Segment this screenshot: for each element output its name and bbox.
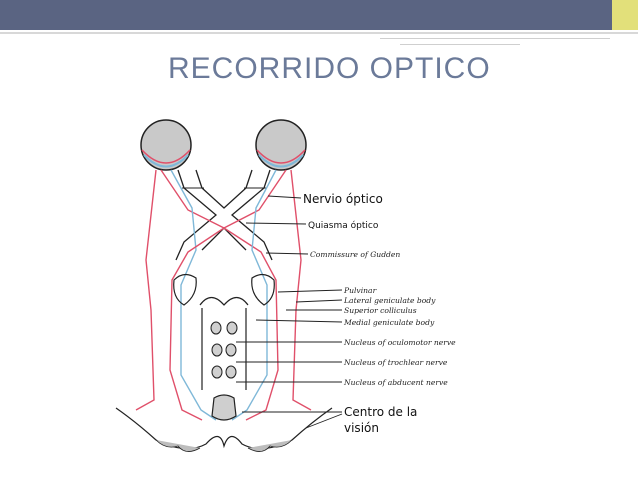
- label-quiasma-optico: Quiasma óptico: [308, 220, 379, 231]
- decorative-line-1: [380, 38, 610, 39]
- header-accent: [612, 0, 638, 30]
- header-band: [0, 0, 638, 30]
- label-medial-geniculate: Medial geniculate body: [343, 318, 435, 327]
- leader-lines: [236, 195, 343, 429]
- label-nucleus-abducent: Nucleus of abducent nerve: [343, 378, 448, 387]
- label-nucleus-trochlear: Nucleus of trochlear nerve: [343, 358, 448, 367]
- lateral-geniculate-bodies: [173, 273, 275, 390]
- optic-pathway-diagram: Nervio óptico Quiasma óptico Commissure …: [96, 110, 536, 470]
- label-nucleus-oculomotor: Nucleus of oculomotor nerve: [343, 338, 456, 347]
- header-divider: [0, 32, 638, 34]
- slide-title: RECORRIDO OPTICO: [168, 52, 491, 85]
- optic-nerve-chiasm: [175, 169, 273, 261]
- label-pulvinar: Pulvinar: [343, 286, 377, 295]
- decorative-line-2: [400, 44, 520, 45]
- label-nervio-optico: Nervio óptico: [303, 192, 383, 206]
- label-commissure-gudden: Commissure of Gudden: [310, 250, 400, 259]
- label-superior-colliculus: Superior colliculus: [344, 306, 417, 315]
- right-eye: [255, 119, 307, 171]
- optic-pathway-svg: Nervio óptico Quiasma óptico Commissure …: [115, 119, 456, 452]
- brainstem-nuclei: [210, 321, 238, 379]
- label-lateral-geniculate: Lateral geniculate body: [343, 296, 436, 305]
- occipital-cortex: [115, 394, 333, 452]
- left-eye: [140, 119, 192, 171]
- label-centro-vision-line1: Centro de la: [344, 405, 417, 419]
- label-centro-vision-line2: visión: [344, 421, 379, 435]
